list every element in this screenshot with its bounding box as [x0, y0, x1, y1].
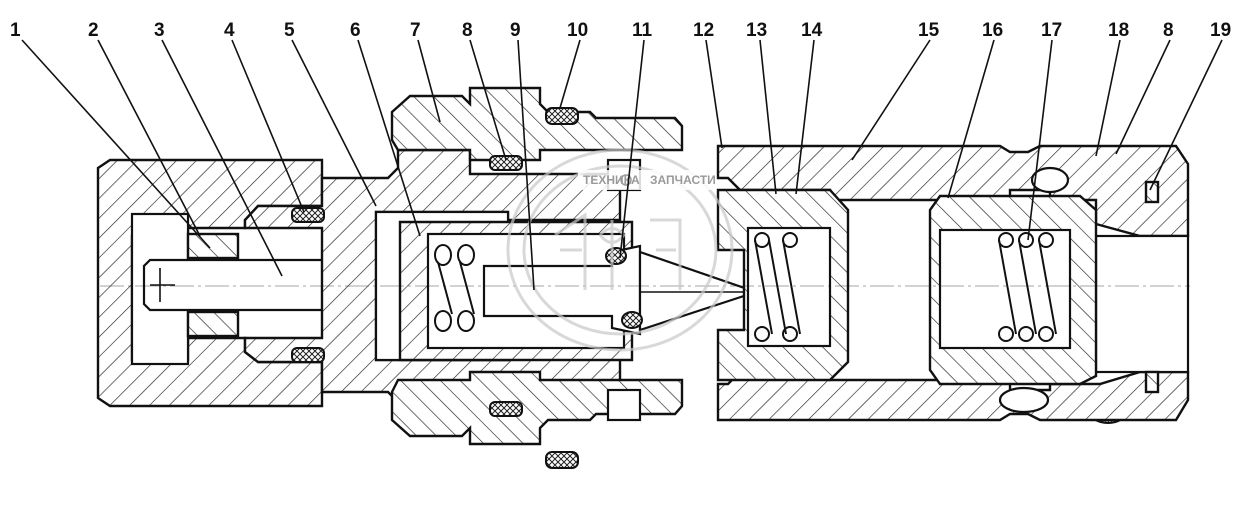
- callout-16: 16: [982, 20, 1003, 41]
- retaining-pin-top: [1144, 180, 1160, 204]
- callout-12: 12: [693, 20, 714, 41]
- watermark-logo: ТЕХНИКА ЗАПЧАСТИ: [506, 148, 734, 352]
- callout-17: 17: [1041, 20, 1062, 41]
- watermark-text-right: ЗАПЧАСТИ: [650, 173, 716, 187]
- valve-cage-right: [928, 194, 1098, 386]
- callout-8: 8: [462, 20, 473, 41]
- lock-key-lower: [606, 388, 642, 422]
- callout-10: 10: [567, 20, 588, 41]
- spring-left: [434, 244, 475, 332]
- detent-ball-bottom: [998, 386, 1050, 414]
- callout-11: 11: [632, 20, 653, 41]
- callout-6: 6: [350, 20, 361, 41]
- leader-lines: [21, 39, 1223, 291]
- callout-3: 3: [154, 20, 165, 41]
- callout-14: 14: [801, 20, 823, 41]
- callout-labels: 1 2 3 4 5 6 7 8 9 10 11 12 13 14 15 16 1…: [10, 20, 1231, 41]
- retaining-pin-bottom: [1144, 370, 1160, 394]
- callout-15: 15: [918, 20, 940, 41]
- detent-ball-top: [1030, 166, 1070, 194]
- callout-5: 5: [284, 20, 295, 41]
- callout-4: 4: [224, 20, 235, 41]
- callout-1: 1: [10, 20, 21, 41]
- callout-9: 9: [510, 20, 521, 41]
- callout-2: 2: [88, 20, 99, 41]
- valve-cage-left: [716, 188, 850, 382]
- callout-13: 13: [746, 20, 767, 41]
- callout-7: 7: [410, 20, 421, 41]
- callout-8b: 8: [1163, 20, 1174, 41]
- callout-19: 19: [1210, 20, 1231, 41]
- callout-18: 18: [1108, 20, 1129, 41]
- watermark-text-left: ТЕХНИКА: [583, 173, 640, 187]
